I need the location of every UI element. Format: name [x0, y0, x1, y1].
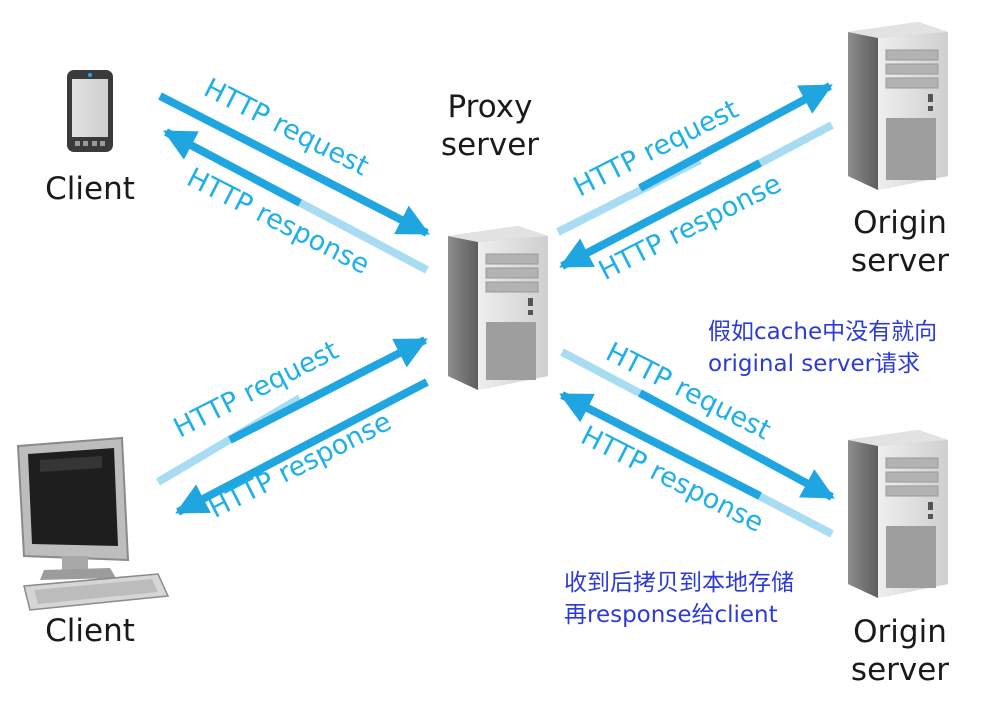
- origin-server-top-label: Origin server: [830, 204, 970, 280]
- cache-miss-line1: 假如cache中没有就向: [708, 319, 938, 345]
- origin-bottom-line1: Origin: [853, 614, 947, 650]
- cache-miss-note: 假如cache中没有就向 original server请求: [708, 316, 937, 380]
- arrow-tr-request: [556, 82, 833, 236]
- arrow-bl-response: [175, 378, 429, 516]
- store-line1: 收到后拷贝到本地存储: [564, 570, 794, 596]
- arrow-br-request: [560, 348, 835, 501]
- origin-top-line1: Origin: [853, 205, 947, 241]
- origin-server-bottom-label: Origin server: [830, 613, 970, 689]
- desktop-computer-icon: [16, 436, 170, 611]
- client-top-label: Client: [45, 171, 135, 207]
- origin-server-top-icon: [848, 22, 948, 190]
- arrow-tl-request: [158, 92, 430, 237]
- proxy-server-label: Proxy server: [420, 88, 560, 164]
- store-line2: 再response给client: [564, 602, 778, 628]
- origin-bottom-line2: server: [850, 652, 950, 688]
- origin-top-line2: server: [850, 243, 950, 279]
- arrow-tl-response: [163, 128, 429, 274]
- cache-miss-line2: original server请求: [708, 351, 921, 377]
- arrow-tr-response: [559, 121, 834, 270]
- smartphone-icon: [67, 70, 113, 152]
- store-and-respond-note: 收到后拷贝到本地存储 再response给client: [564, 567, 794, 631]
- proxy-server-icon: [448, 226, 548, 390]
- client-bottom-label: Client: [45, 613, 135, 649]
- arrow-bl-request: [155, 336, 428, 486]
- proxy-label-line1: Proxy: [447, 89, 533, 125]
- proxy-label-line2: server: [440, 127, 540, 163]
- origin-server-bottom-icon: [848, 430, 948, 598]
- arrow-br-response: [559, 391, 834, 538]
